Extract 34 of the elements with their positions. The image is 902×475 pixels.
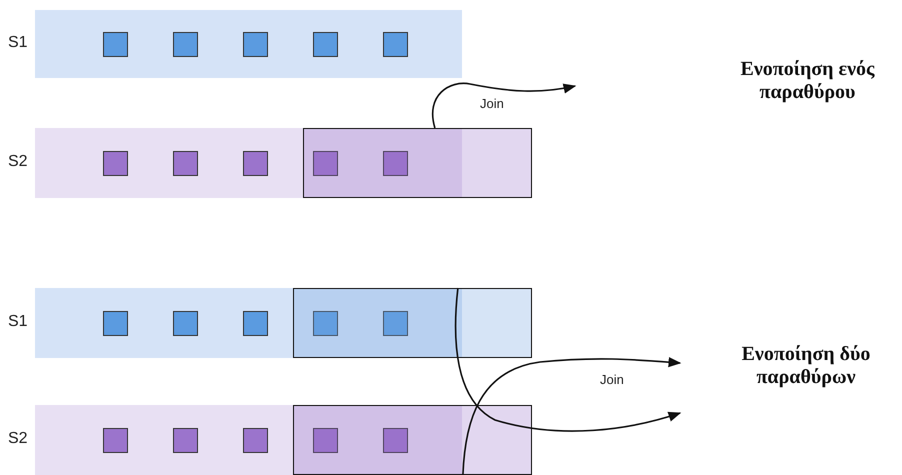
window-frame bbox=[293, 405, 532, 475]
edge-label: Join bbox=[598, 372, 626, 387]
join-arrow bbox=[462, 357, 682, 475]
event-square bbox=[313, 428, 338, 453]
event-square bbox=[243, 32, 268, 57]
event-square bbox=[383, 151, 408, 176]
event-square bbox=[243, 311, 268, 336]
event-square bbox=[173, 311, 198, 336]
stream-label: S2 bbox=[8, 153, 28, 171]
event-square bbox=[103, 32, 128, 57]
stream-label: S1 bbox=[8, 34, 28, 52]
stream-label: S1 bbox=[8, 313, 28, 331]
caption-text: Ενοποίηση δύο παραθύρων bbox=[740, 343, 872, 389]
event-square bbox=[103, 151, 128, 176]
event-square bbox=[313, 151, 338, 176]
event-square bbox=[313, 311, 338, 336]
caption-text: Ενοποίηση ενός παραθύρου bbox=[740, 58, 876, 104]
edge-label: Join bbox=[478, 96, 506, 111]
window-frame bbox=[303, 128, 532, 198]
event-square bbox=[103, 428, 128, 453]
event-square bbox=[173, 151, 198, 176]
event-square bbox=[383, 32, 408, 57]
window-frame bbox=[293, 288, 532, 358]
event-square bbox=[313, 32, 338, 57]
event-square bbox=[243, 151, 268, 176]
stream-label: S2 bbox=[8, 430, 28, 448]
event-square bbox=[103, 311, 128, 336]
event-square bbox=[243, 428, 268, 453]
event-square bbox=[173, 32, 198, 57]
join-arrow bbox=[432, 82, 576, 128]
event-square bbox=[383, 311, 408, 336]
event-square bbox=[173, 428, 198, 453]
event-square bbox=[383, 428, 408, 453]
join-arrow bbox=[454, 288, 682, 432]
